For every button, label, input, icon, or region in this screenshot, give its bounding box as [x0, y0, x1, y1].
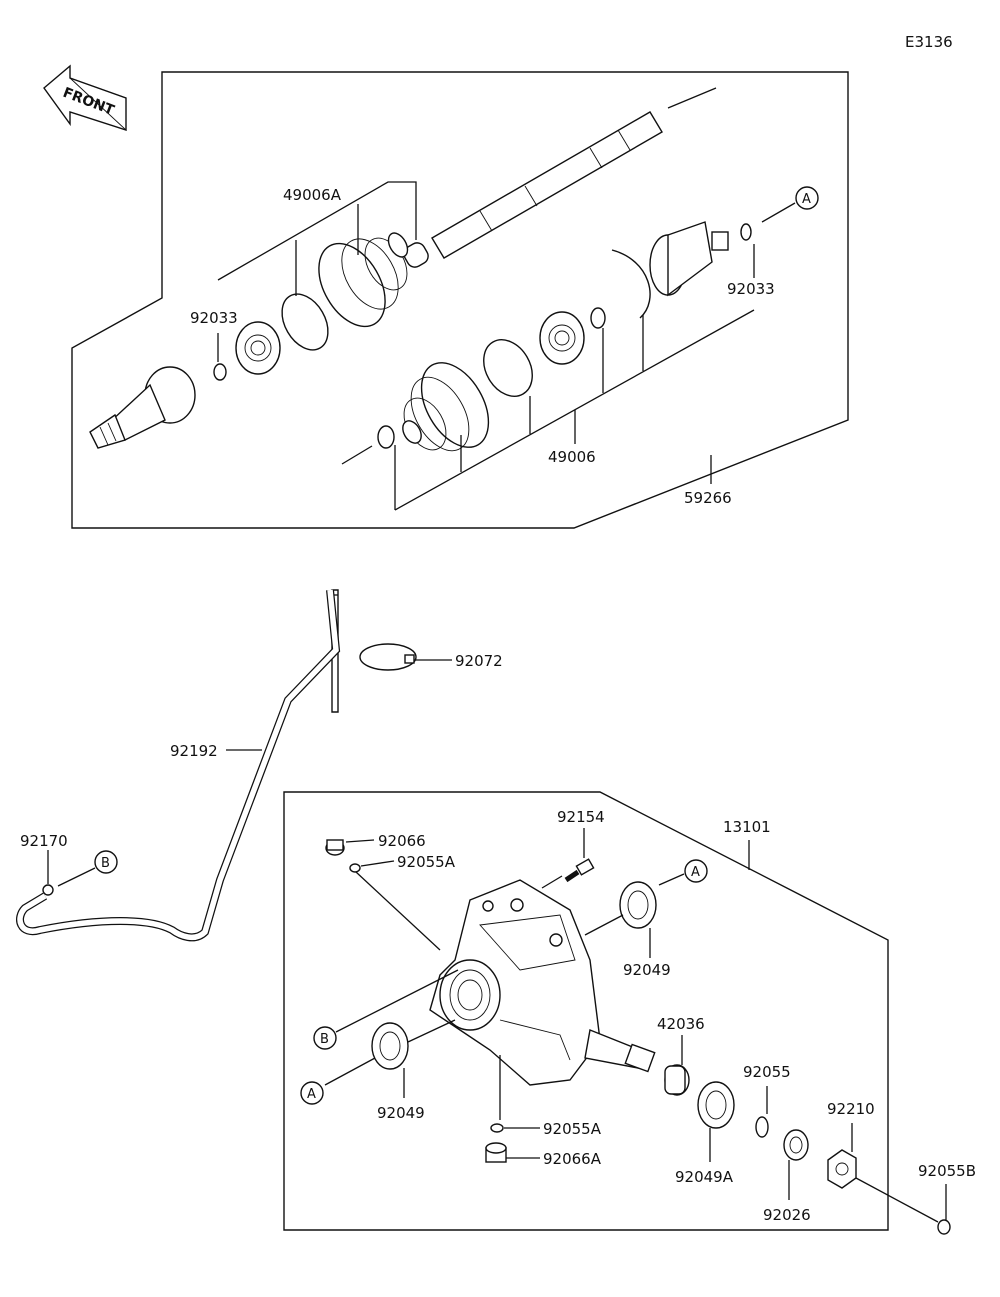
breather-hose — [16, 589, 341, 942]
label-92026: 92026 — [763, 1206, 811, 1224]
outer-cv-joint — [89, 366, 196, 449]
drive-shaft — [403, 87, 717, 268]
label-92192: 92192 — [170, 742, 218, 760]
bolt-92154 — [564, 858, 595, 883]
o-ring-92055A-bottom — [490, 1123, 504, 1133]
boot-band-upper — [281, 293, 329, 351]
o-ring-92055B — [937, 1219, 951, 1235]
clip-92170 — [42, 884, 54, 896]
differential-housing — [429, 879, 656, 1086]
svg-text:B: B — [320, 1032, 329, 1047]
label-49006A: 49006A — [283, 186, 342, 204]
inner-cv-housing — [649, 221, 729, 297]
shaft-assembly-frame — [71, 71, 849, 529]
label-92049-top: 92049 — [623, 961, 671, 979]
label-92210: 92210 — [827, 1100, 875, 1118]
label-92033-left: 92033 — [190, 309, 238, 327]
hose-clamp-92072 — [359, 643, 417, 671]
ring-lower — [590, 307, 606, 329]
label-92066A: 92066A — [543, 1150, 602, 1168]
circlip-92033-right — [740, 223, 752, 241]
label-92049A: 92049A — [675, 1168, 734, 1186]
label-92033-right: 92033 — [727, 280, 775, 298]
plug-92066A — [485, 1142, 507, 1163]
differential-frame — [283, 791, 889, 1231]
label-92055A-top: 92055A — [397, 853, 456, 871]
top-leaders — [217, 181, 796, 511]
svg-text:A: A — [691, 865, 700, 880]
label-42036: 42036 — [657, 1015, 705, 1033]
callout-a-lower-left: A — [300, 1081, 324, 1105]
oil-seal-92049-left — [371, 1022, 409, 1070]
callout-a-top: A — [795, 186, 819, 210]
diagram-code: E3136 — [905, 33, 953, 51]
oil-seal-92049A — [697, 1081, 735, 1129]
collar-42036 — [664, 1064, 690, 1096]
svg-text:B: B — [101, 856, 110, 871]
bottom-leaders — [324, 828, 947, 1223]
svg-text:A: A — [802, 192, 811, 207]
callout-b-lower: B — [313, 1026, 337, 1050]
label-13101: 13101 — [723, 818, 771, 836]
boot-clamp-small — [377, 425, 395, 449]
circlip-92033-left — [213, 363, 227, 381]
label-92055A-bottom: 92055A — [543, 1120, 602, 1138]
oil-seal-92049-top — [619, 881, 657, 929]
inner-boot-lower — [402, 362, 490, 452]
callout-b-left: B — [94, 850, 118, 874]
boot-band-lower — [483, 339, 533, 397]
o-ring-92055 — [755, 1116, 769, 1138]
nut-92210 — [827, 1149, 857, 1189]
label-92055B: 92055B — [918, 1162, 976, 1180]
snap-ring-large — [611, 249, 651, 319]
inner-boot-upper — [318, 232, 409, 328]
washer-92026 — [783, 1129, 809, 1161]
plug-92066 — [325, 839, 345, 856]
cv-joint-inner-lower — [539, 311, 585, 365]
label-92066: 92066 — [378, 832, 426, 850]
front-arrow-icon: FRONT — [43, 64, 127, 132]
label-59266: 59266 — [684, 489, 732, 507]
label-92049-left: 92049 — [377, 1104, 425, 1122]
label-92154: 92154 — [557, 808, 605, 826]
svg-text:A: A — [307, 1087, 316, 1102]
o-ring-92055A-top — [349, 863, 361, 873]
cv-joint-inner-upper — [235, 321, 281, 375]
label-92170: 92170 — [20, 832, 68, 850]
label-49006: 49006 — [548, 448, 596, 466]
label-92055: 92055 — [743, 1063, 791, 1081]
callout-a-upper-right: A — [684, 859, 708, 883]
label-92072: 92072 — [455, 652, 503, 670]
